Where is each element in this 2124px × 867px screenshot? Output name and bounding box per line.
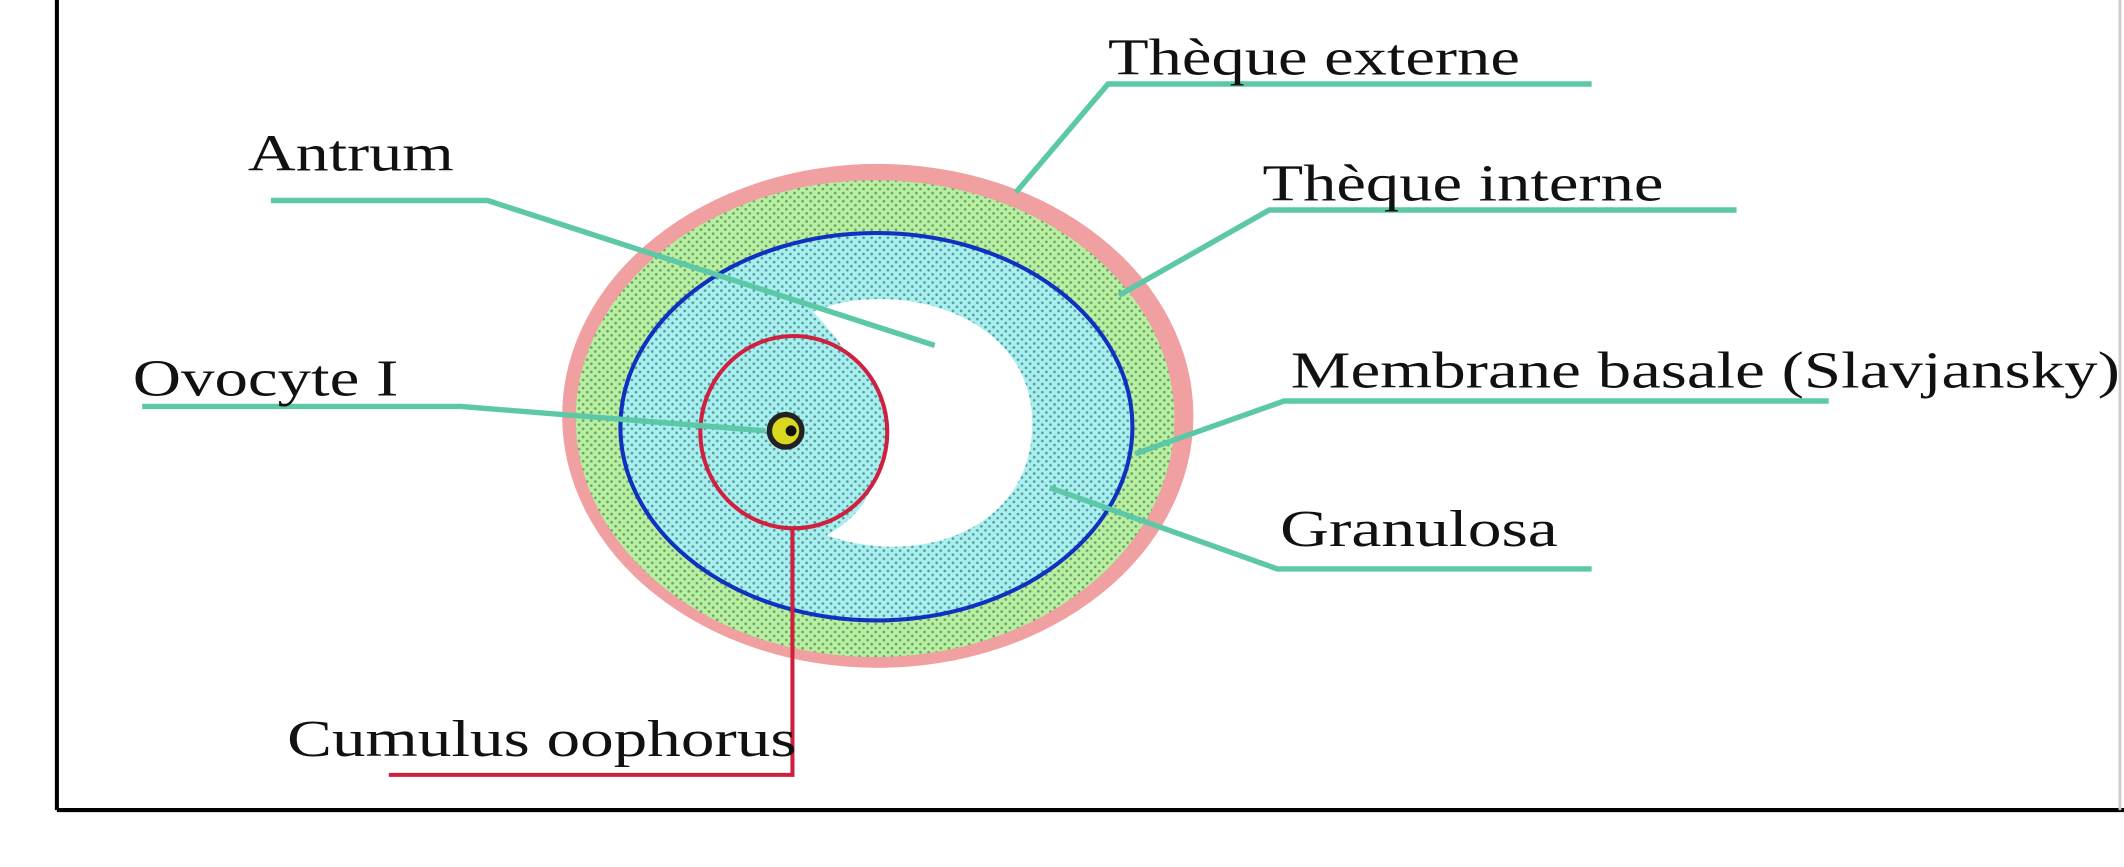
label-membrane-basale: Membrane basale (Slavjansky) <box>1291 342 2120 399</box>
leader-antrum <box>270 197 936 349</box>
label-cumulus: Cumulus oophorus <box>287 711 796 768</box>
label-granulosa: Granulosa <box>1280 501 1558 558</box>
antrum-cavity <box>812 298 1033 547</box>
ovocyte-nucleus <box>785 425 797 437</box>
leader-ovocyte <box>142 403 766 434</box>
label-theque-externe: Thèque externe <box>1108 30 1520 87</box>
leader-theque-interne <box>1117 207 1737 298</box>
label-antrum: Antrum <box>248 126 454 183</box>
leader-granulosa <box>1048 485 1592 572</box>
membrane-basale <box>618 230 1135 623</box>
label-ovocyte: Ovocyte I <box>133 351 399 408</box>
leader-cumulus <box>388 528 795 777</box>
label-theque-interne: Thèque interne <box>1262 156 1663 213</box>
leader-membrane-basale <box>1134 398 1829 457</box>
leader-theque-externe <box>1013 81 1592 195</box>
